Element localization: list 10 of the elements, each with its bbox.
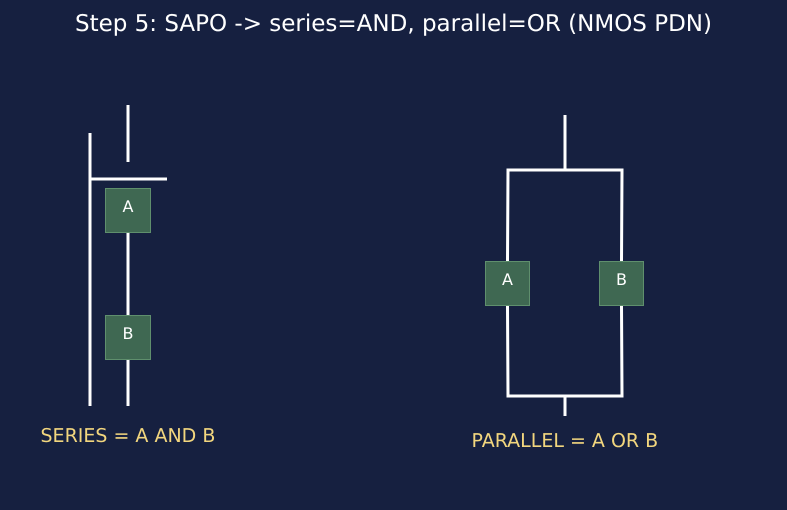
wire (564, 306, 624, 416)
title: Step 5: SAPO -> series=AND, parallel=OR (NMOS PDN) (75, 10, 712, 39)
expression-label: SERIES = A AND B (40, 424, 216, 448)
transistor-box: B (599, 261, 644, 306)
transistor-box: B (105, 315, 151, 360)
wire (126, 233, 130, 315)
transistor-box: A (485, 261, 530, 306)
expression-label: PARALLEL = A OR B (472, 429, 658, 453)
transistor-box: A (105, 188, 151, 233)
wire (126, 360, 130, 406)
